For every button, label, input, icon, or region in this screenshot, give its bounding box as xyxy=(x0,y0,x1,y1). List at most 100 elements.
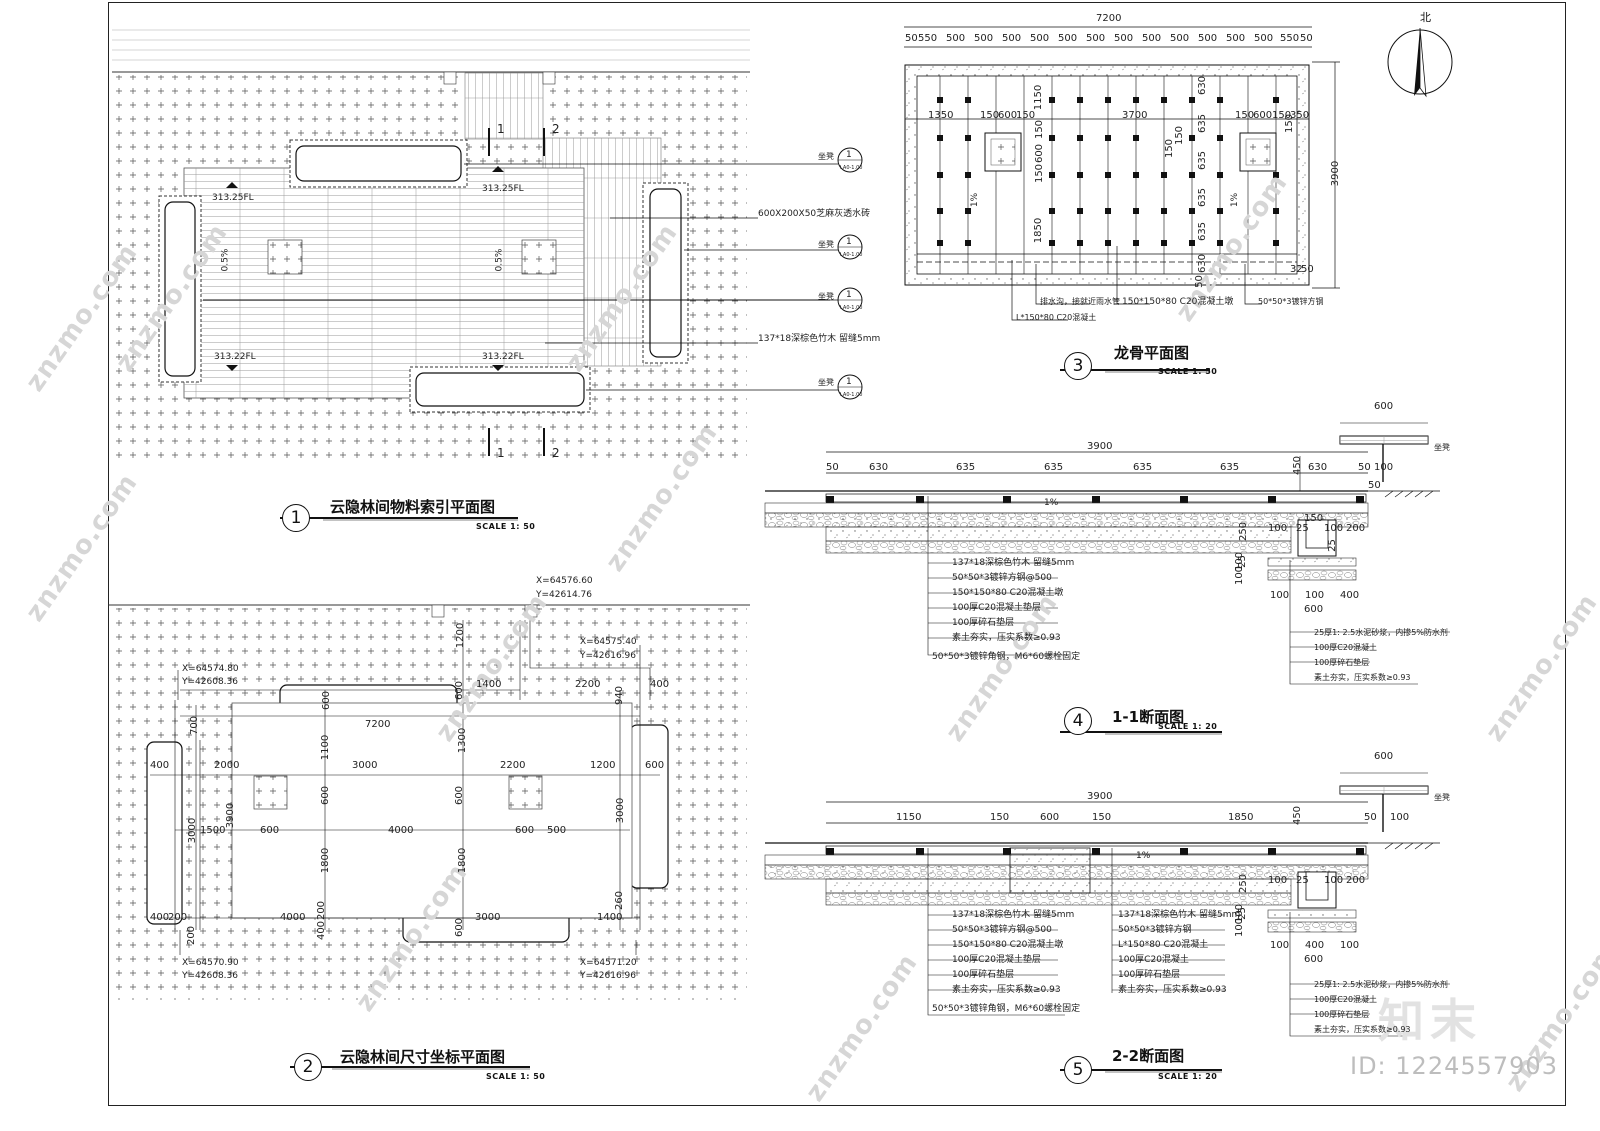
north-label: 北 xyxy=(1420,11,1431,24)
keel-label: 150*150*80 C20混凝土墩 xyxy=(1122,297,1234,307)
elevation-label: 313.25FL xyxy=(482,184,524,194)
coord-x: X=64570.90 xyxy=(182,958,239,968)
dim-label: 7200 xyxy=(365,719,391,730)
dim-label: 200 xyxy=(1346,875,1366,886)
callout-ref: 1 xyxy=(846,150,852,160)
section-mark: 2 xyxy=(552,122,560,136)
slope-label: 0.5% xyxy=(494,248,505,272)
dim-label: 600 xyxy=(454,785,466,806)
dim-label: 150 xyxy=(1284,113,1296,134)
dim-label: 100 xyxy=(1340,940,1360,951)
dim-label: 25 xyxy=(1296,875,1309,886)
panel-title: 云隐林间物料索引平面图 xyxy=(330,498,496,516)
slope-label: 1% xyxy=(1136,851,1151,861)
dim-label: 150 xyxy=(980,110,1000,121)
dim-label: 3900 xyxy=(1330,160,1342,187)
dim-label: 500 xyxy=(547,825,567,836)
dim-label: 1150 xyxy=(1033,84,1045,111)
dim-label: 400 xyxy=(1305,940,1325,951)
bench-label: 坐凳 xyxy=(1434,793,1450,802)
dim-overall: 3900 xyxy=(1087,441,1113,452)
dim-label: 150 xyxy=(1174,125,1186,146)
coord-y: Y=42616.96 xyxy=(580,651,636,661)
dim-overall: 7200 xyxy=(1096,13,1122,24)
dim-label: 400 xyxy=(150,760,170,771)
callout-seat: 坐凳 xyxy=(818,240,834,249)
dim-label: 3000 xyxy=(615,797,627,824)
section-mark: 1 xyxy=(497,122,505,136)
dim-label: 100 xyxy=(1324,523,1344,534)
dim-label: 600 xyxy=(454,680,466,701)
coord-x: X=64574.80 xyxy=(182,664,239,674)
dim-label: 630 xyxy=(869,462,889,473)
drain-layer-label: 100厚C20混凝土 xyxy=(1314,643,1378,652)
dim-label: 150 xyxy=(1016,110,1036,121)
bench-width: 600 xyxy=(1374,751,1394,762)
panel-number: 2 xyxy=(294,1053,322,1081)
dim-label: 200 xyxy=(168,912,188,923)
dim-label: 600 xyxy=(645,760,665,771)
callout-ref: 1 xyxy=(846,290,852,300)
dim-label: 600 xyxy=(1253,110,1273,121)
dim-label: 150 xyxy=(990,812,1010,823)
dim-label: 100 xyxy=(1234,565,1246,586)
dim-label: 100 xyxy=(1268,875,1288,886)
section2-drawing xyxy=(764,772,1450,1073)
dim-label: 600 xyxy=(1304,604,1324,615)
dim-label: 635 xyxy=(1197,113,1209,134)
layer-label: 素土夯实，压实系数≥0.93 xyxy=(952,985,1061,995)
dim-label: 2200 xyxy=(575,679,601,690)
drain-layer-label: 100厚C20混凝土 xyxy=(1314,995,1378,1004)
dim-label: 50 xyxy=(1358,462,1371,473)
elevation-label: 313.25FL xyxy=(212,193,254,203)
material-deck-label: 137*18深棕色竹木 留缝5mm xyxy=(758,334,881,344)
dim-label: 635 xyxy=(1197,221,1209,242)
coord-y: Y=42608.36 xyxy=(182,677,238,687)
layer-label: 50*50*3镀锌方钢 xyxy=(1118,925,1192,935)
dim-label: 500 xyxy=(1170,33,1190,44)
coord-x: X=64571.20 xyxy=(580,958,637,968)
elevation-label: 313.22FL xyxy=(214,352,256,362)
dim-label: 630 xyxy=(1197,75,1209,96)
dim-label: 500 xyxy=(1142,33,1162,44)
dim-label: 1150 xyxy=(896,812,922,823)
dim-label: 400 xyxy=(316,920,328,941)
dim-label: 25 xyxy=(1326,539,1338,552)
sheet-border xyxy=(108,2,1566,1106)
dim-label: 500 xyxy=(1002,33,1022,44)
dim-label: 2000 xyxy=(214,760,240,771)
dim-label: 635 xyxy=(1197,187,1209,208)
dim-label: 635 xyxy=(1044,462,1064,473)
dim-label: 32 xyxy=(1290,264,1303,275)
callout-seat: 坐凳 xyxy=(818,378,834,387)
layer-label: 素土夯实，压实系数≥0.93 xyxy=(1118,985,1227,995)
dim-label: 600 xyxy=(1304,954,1324,965)
slope-label: 1% xyxy=(1044,498,1059,508)
layer-label: 50*50*3镀锌方钢@500 xyxy=(952,573,1052,583)
layer-label: 100厚C20混凝土垫层 xyxy=(952,603,1041,613)
layer-label: 137*18深棕色竹木 留缝5mm xyxy=(1118,910,1241,920)
dim-label: 150 xyxy=(1034,163,1046,184)
layer-label: 50*50*3镀锌角钢，M6*60螺栓固定 xyxy=(932,652,1081,662)
panel-title: 龙骨平面图 xyxy=(1114,344,1190,362)
panel-scale: SCALE 1: 50 xyxy=(1158,367,1218,376)
callout-ref: 1 xyxy=(846,377,852,387)
dim-label: 635 xyxy=(1197,150,1209,171)
dim-label: 50 xyxy=(1368,480,1381,491)
dim-label: 635 xyxy=(956,462,976,473)
dim-label: 4000 xyxy=(280,912,306,923)
dim-label: 1850 xyxy=(1033,217,1045,244)
callout-sheet: LA0-1.00 xyxy=(840,305,863,311)
layer-label: 素土夯实，压实系数≥0.93 xyxy=(952,633,1061,643)
dim-overall: 3900 xyxy=(1087,791,1113,802)
panel-scale: SCALE 1: 20 xyxy=(1158,1072,1218,1081)
dim-label: 50 xyxy=(1364,812,1377,823)
layer-label: 100厚碎石垫层 xyxy=(952,970,1015,980)
panel-scale: SCALE 1: 50 xyxy=(476,522,536,531)
dim-label: 25 xyxy=(1296,523,1309,534)
dim-label: 450 xyxy=(1292,455,1304,476)
dim-label: 600 xyxy=(515,825,535,836)
panel-number: 5 xyxy=(1064,1056,1092,1084)
panel-number: 3 xyxy=(1064,352,1092,380)
dim-label: 400 xyxy=(150,912,170,923)
